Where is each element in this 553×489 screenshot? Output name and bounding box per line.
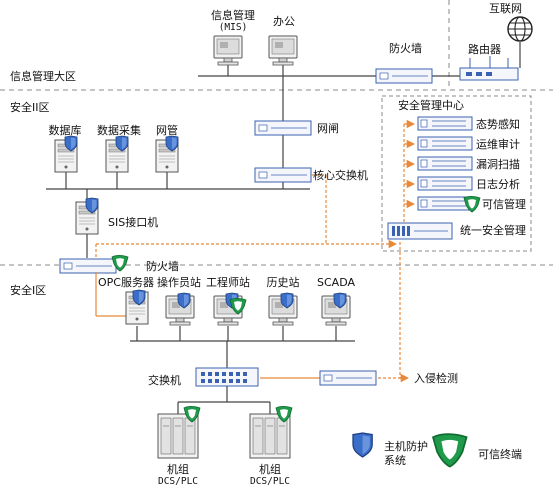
security-center-links: [95, 119, 416, 383]
router[interactable]: [459, 56, 519, 81]
sis-label: SIS接口机: [108, 216, 159, 229]
security-center-box: [381, 95, 532, 252]
firewall-top[interactable]: [375, 68, 433, 84]
gateway-device[interactable]: [254, 120, 312, 136]
unified-security-device[interactable]: [387, 222, 453, 240]
unit2-label-line1: 机组: [259, 463, 281, 476]
office-label: 办公: [273, 15, 295, 28]
mis-computer[interactable]: [213, 35, 243, 66]
unit1-label-line1: 机组: [167, 463, 189, 476]
security-center-title: 安全管理中心: [398, 99, 464, 112]
legend-trusted-label: 可信终端: [478, 448, 522, 461]
web-admin-label: 网管: [156, 124, 178, 137]
gateway-label: 网闸: [317, 122, 339, 135]
log-analysis-device[interactable]: [417, 176, 473, 191]
core-switch-device[interactable]: [254, 167, 312, 183]
engineer-label: 工程师站: [206, 276, 250, 289]
z1-orange-links: [95, 272, 320, 379]
firewall-z1-label: 防火墙: [146, 260, 179, 273]
data-collection-label: 数据采集: [97, 124, 141, 137]
firewall-top-label: 防火墙: [389, 42, 422, 55]
ids-device[interactable]: [319, 370, 377, 386]
mis-label-line2: (MIS): [218, 22, 248, 33]
opc-label: OPC服务器: [98, 276, 154, 289]
center-item-4: 可信管理: [482, 198, 526, 211]
unit1-label-line2: DCS/PLC: [157, 476, 199, 487]
mis-label-line1: 信息管理: [211, 9, 255, 22]
center-item-3: 日志分析: [476, 178, 520, 191]
vuln-scan-device[interactable]: [417, 156, 473, 171]
legend-host-shield-icon: [352, 432, 374, 458]
z1-wires: [130, 326, 355, 414]
center-item-0: 态势感知: [476, 118, 520, 131]
legend-host-label-line1: 主机防护: [384, 440, 428, 453]
zone-label-internet: 互联网: [489, 2, 522, 15]
operator-label: 操作员站: [157, 276, 201, 289]
firewall-z1[interactable]: [59, 258, 117, 274]
unified-security-label: 统一安全管理: [460, 224, 526, 237]
zone-label-safety1: 安全I区: [10, 284, 47, 297]
center-item-1: 运维审计: [476, 138, 520, 151]
z1-switch[interactable]: [195, 367, 259, 387]
history-label: 历史站: [266, 276, 300, 289]
unit2-label-line2: DCS/PLC: [249, 476, 291, 487]
ids-label: 入侵检测: [414, 372, 458, 385]
zone-label-management: 信息管理大区: [10, 70, 76, 83]
switch-label: 交换机: [148, 374, 181, 387]
legend-trusted-badge-icon: [431, 432, 468, 468]
router-label: 路由器: [468, 43, 501, 56]
globe-icon: [507, 16, 533, 42]
office-computer[interactable]: [268, 35, 298, 66]
legend-host-label-line2: 系统: [384, 454, 406, 467]
security-center-devices: [387, 116, 481, 240]
scada-label: SCADA: [317, 276, 355, 289]
ops-audit-device[interactable]: [417, 136, 473, 151]
zone-label-safety2: 安全II区: [10, 101, 50, 114]
center-item-2: 漏洞扫描: [476, 158, 520, 171]
situation-awareness-device[interactable]: [417, 116, 473, 131]
database-label: 数据库: [48, 124, 82, 137]
core-switch-label: 核心交换机: [313, 169, 368, 182]
